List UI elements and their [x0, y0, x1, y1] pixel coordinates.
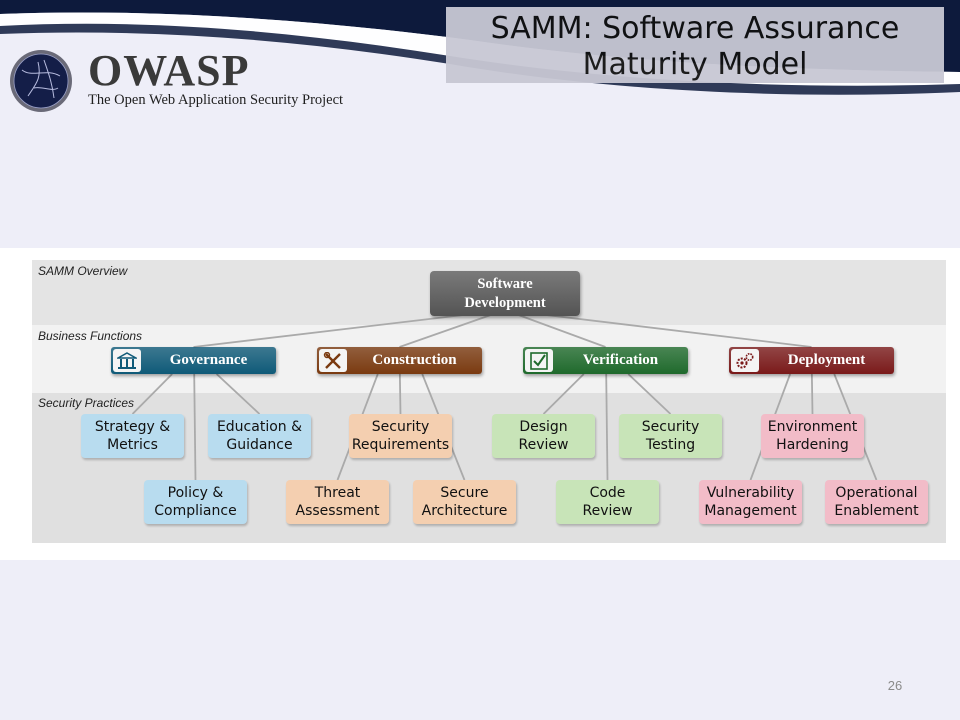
- practice-strategy-and-metrics: Strategy & Metrics: [81, 414, 184, 458]
- practice-vulnerability-management: Vulnerability Management: [699, 480, 802, 524]
- practices-label: Security Practices: [38, 396, 135, 410]
- practice-education-and-guidance: Education & Guidance: [208, 414, 311, 458]
- practice-connector-line: [627, 373, 672, 415]
- practice-operational-enablement: Operational Enablement: [825, 480, 928, 524]
- function-label: Deployment: [787, 352, 866, 368]
- practice-security-requirements: Security Requirements: [349, 414, 452, 458]
- function-deployment: Deployment: [729, 347, 894, 374]
- checkbox-icon: [525, 349, 553, 372]
- building-columns-icon: [113, 349, 141, 372]
- practice-connector-line: [542, 373, 585, 415]
- title-line-2: Maturity Model: [582, 47, 808, 82]
- title-line-1: SAMM: Software Assurance: [490, 11, 900, 46]
- logo-name: OWASP: [88, 46, 250, 95]
- title-box: SAMM: Software Assurance Maturity Model: [446, 7, 944, 83]
- overview-label: SAMM Overview: [38, 264, 128, 278]
- practice-design-review: Design Review: [492, 414, 595, 458]
- practice-environment-hardening: Environment Hardening: [761, 414, 864, 458]
- function-label: Construction: [372, 352, 457, 368]
- function-construction: Construction: [317, 347, 482, 374]
- slide-title: SAMM: Software Assurance Maturity Model: [446, 11, 944, 83]
- function-label: Governance: [169, 352, 248, 368]
- practice-threat-assessment: Threat Assessment: [286, 480, 389, 524]
- practice-connector-line: [398, 373, 402, 415]
- practice-policy-and-compliance: Policy & Compliance: [144, 480, 247, 524]
- owasp-logo: OWASP The Open Web Application Security …: [8, 46, 388, 118]
- connector-lines: [131, 309, 878, 481]
- practice-security-testing: Security Testing: [619, 414, 722, 458]
- logo-tagline: The Open Web Application Security Projec…: [88, 92, 344, 108]
- root-to-construction-line: [399, 309, 506, 348]
- slide-number: 26: [887, 678, 903, 693]
- practice-secure-architecture: Secure Architecture: [413, 480, 516, 524]
- practice-connector-line: [810, 373, 814, 415]
- root-to-verification-line: [504, 309, 606, 348]
- function-label: Verification: [582, 352, 659, 368]
- samm-diagram: SAMM Overview Business Functions Securit…: [32, 260, 946, 543]
- practice-code-review: Code Review: [556, 480, 659, 524]
- function-governance: Governance: [111, 347, 276, 374]
- owasp-globe-icon: [10, 50, 72, 112]
- root-to-governance-line: [193, 309, 506, 348]
- function-verification: Verification: [523, 347, 688, 374]
- practice-connector-line: [605, 373, 609, 481]
- practice-connector-line: [131, 373, 173, 415]
- functions-label: Business Functions: [38, 329, 143, 343]
- gears-icon: [731, 349, 759, 372]
- root-to-deployment-line: [504, 309, 812, 348]
- practice-connector-line: [215, 373, 261, 415]
- tools-icon: [319, 349, 347, 372]
- practice-connector-line: [193, 373, 197, 481]
- root-node: Software Development: [430, 271, 580, 316]
